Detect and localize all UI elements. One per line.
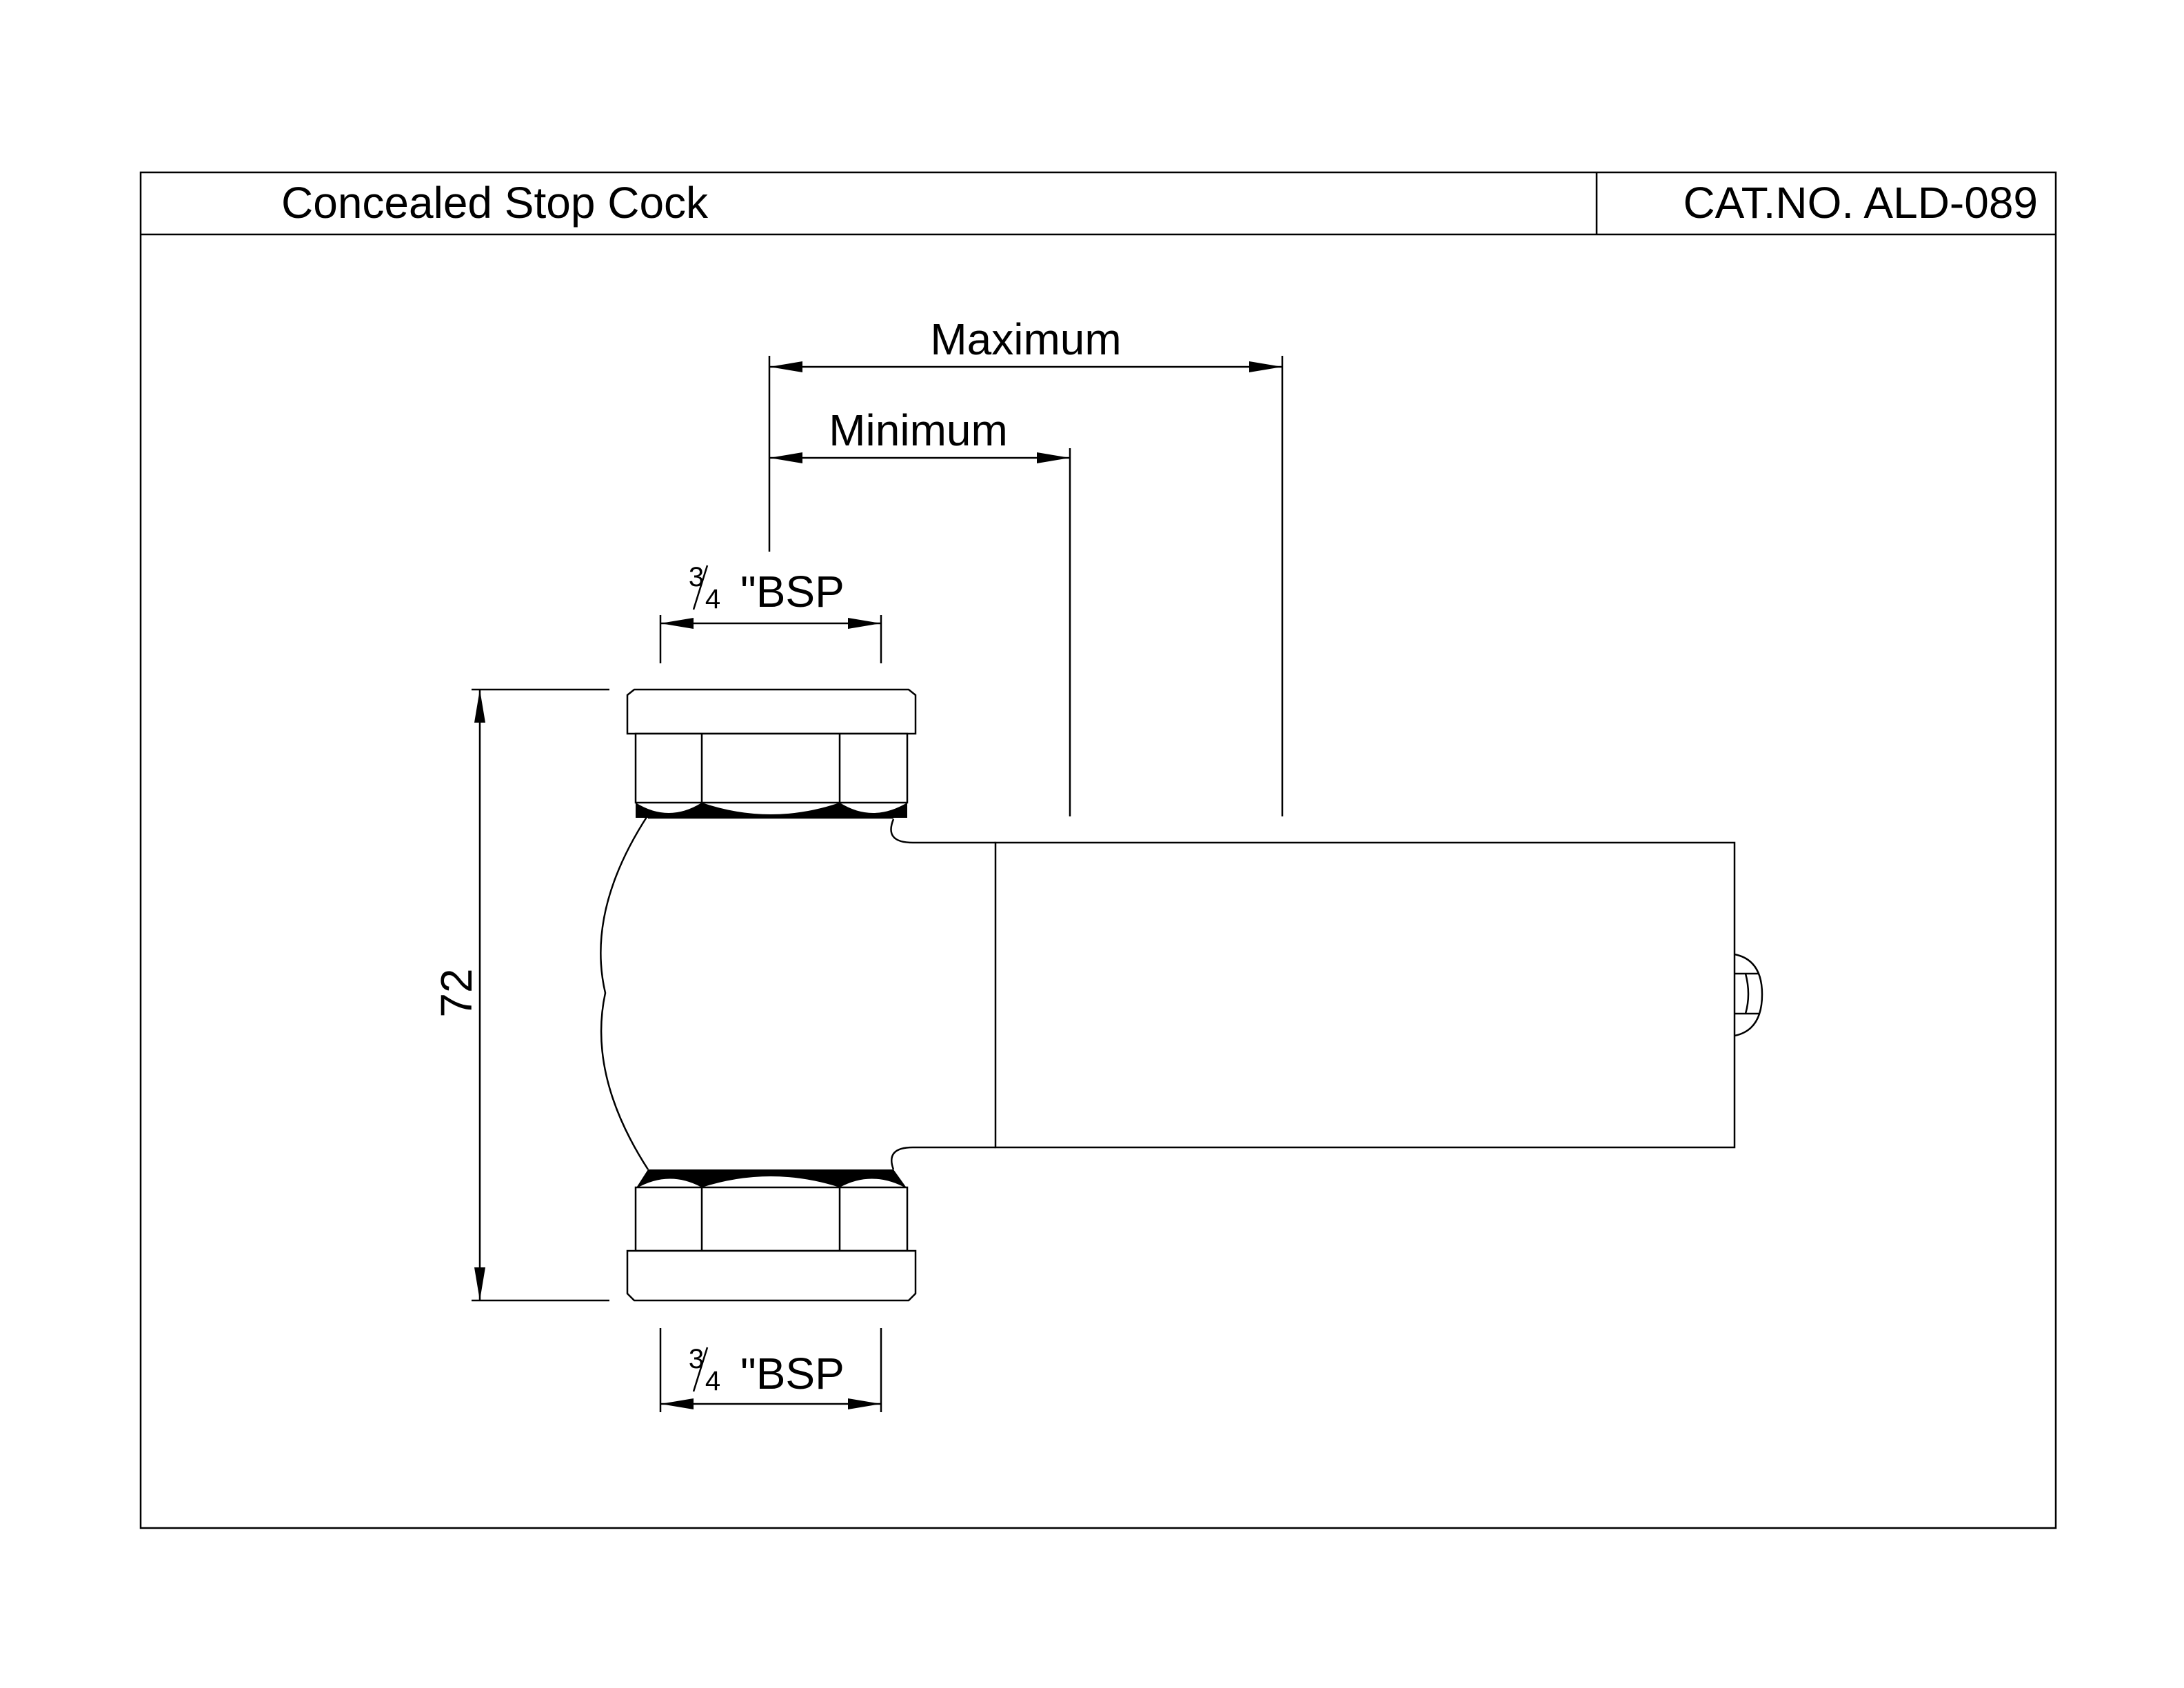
arrow-head [474, 690, 485, 723]
arrow-head [848, 1398, 881, 1409]
top-thread-dimension: 3 4 "BSP [659, 562, 882, 663]
arrow-head [1037, 452, 1070, 463]
screw-head-icon [1734, 953, 1763, 1037]
arrow-head [1249, 361, 1282, 372]
arrow-head [769, 361, 802, 372]
arrow-head [848, 618, 881, 629]
drawing-frame [139, 171, 2057, 1529]
valve-body [600, 814, 995, 1170]
spindle-housing [994, 841, 1736, 1149]
bottom-thread-fraction-denominator: 4 [705, 1366, 720, 1396]
top-thread-fraction-numerator: 3 [689, 562, 704, 592]
drawing-title: Concealed Stop Cock [281, 178, 709, 228]
top-thread-suffix: "BSP [740, 567, 845, 616]
fraction-slash [692, 565, 709, 610]
bottom-thread-suffix: "BSP [740, 1349, 845, 1398]
minimum-dimension: Minimum [769, 405, 1071, 816]
height-dimension: 72 [432, 688, 609, 1302]
arrow-head [660, 618, 694, 629]
arrow-head [660, 1398, 694, 1409]
fraction-slash [692, 1347, 709, 1392]
catalog-number: CAT.NO. ALD-089 [1683, 178, 2038, 228]
top-hex-nut-icon [626, 688, 917, 819]
maximum-dimension: Maximum [768, 314, 1284, 816]
bottom-thread-dimension: 3 4 "BSP [659, 1328, 882, 1412]
minimum-label: Minimum [829, 405, 1008, 455]
arrow-head [474, 1267, 485, 1300]
bottom-thread-fraction-numerator: 3 [689, 1344, 704, 1374]
height-value: 72 [432, 968, 481, 1017]
top-thread-fraction-denominator: 4 [705, 584, 720, 614]
bottom-hex-nut-icon [626, 1169, 917, 1302]
maximum-label: Maximum [930, 314, 1121, 364]
arrow-head [769, 452, 802, 463]
